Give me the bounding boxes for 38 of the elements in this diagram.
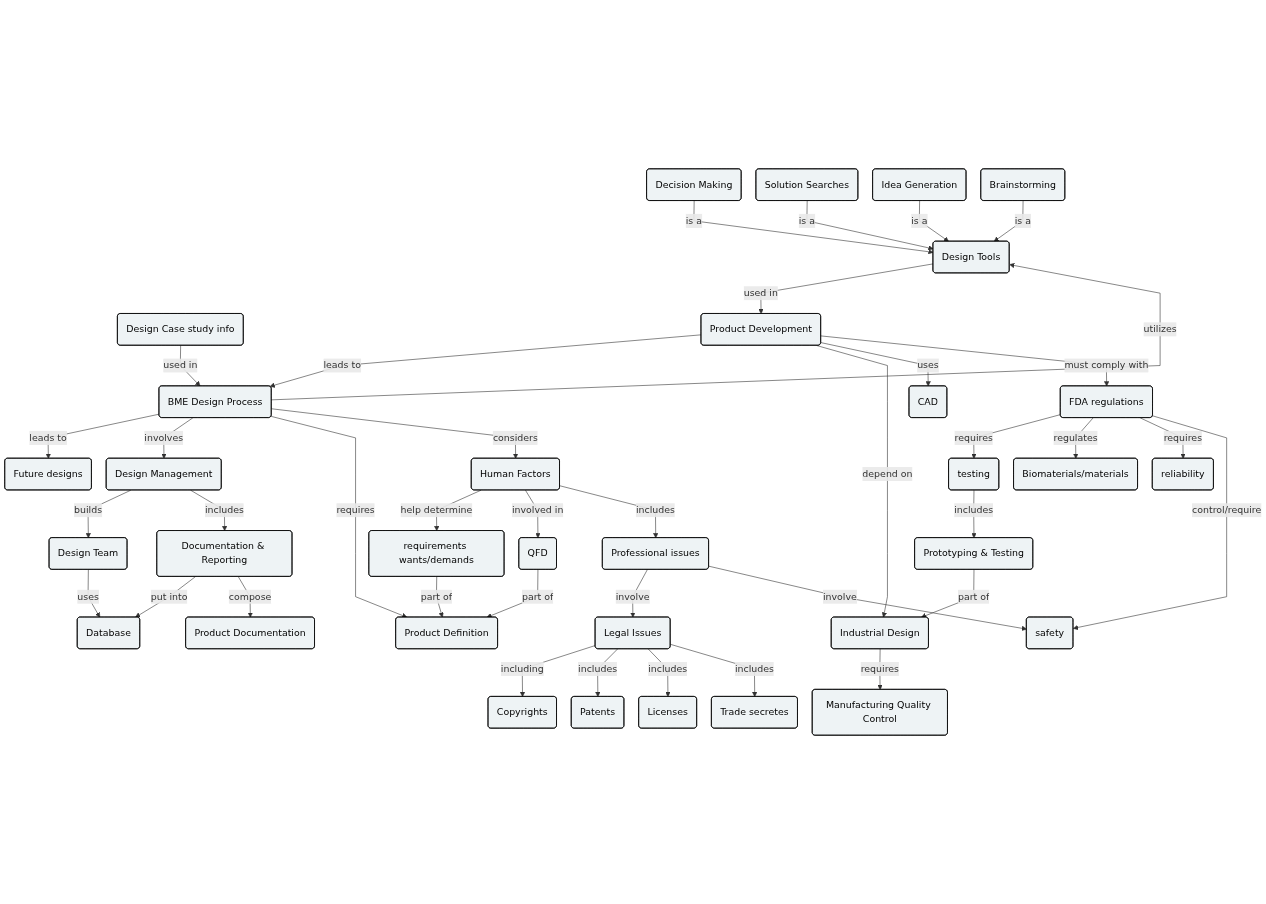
- edge-label: involves: [144, 432, 184, 444]
- edge-label: includes: [954, 504, 994, 516]
- edge-label: part of: [420, 590, 453, 602]
- edge-label: used in: [743, 287, 778, 299]
- edge-label: requires: [954, 432, 993, 444]
- edge-label: considers: [492, 432, 538, 444]
- edge-label: control/require: [1192, 504, 1262, 516]
- edge-label: includes: [578, 663, 618, 675]
- edge-label: requires: [1163, 432, 1203, 444]
- edge-label: is a: [911, 214, 928, 227]
- edge-label: includes: [204, 504, 244, 516]
- edge-label: requires: [336, 504, 375, 516]
- edge-label: involved in: [511, 504, 564, 516]
- edge-label: put into: [150, 590, 188, 602]
- edge-label: leads to: [29, 432, 67, 444]
- edge-label: depend on: [862, 468, 913, 480]
- edge-label: regulates: [1053, 432, 1098, 444]
- edge-label: involve: [615, 590, 650, 602]
- edge-label: including: [500, 663, 544, 675]
- edge-label: includes: [734, 663, 774, 675]
- edge-label: help determine: [400, 504, 473, 516]
- edge-label: includes: [648, 663, 688, 675]
- edge-label: uses: [77, 590, 99, 602]
- edge-label: includes: [635, 504, 675, 516]
- edge-label: part of: [958, 590, 990, 602]
- edge-label: compose: [228, 590, 272, 602]
- edge-label: is a: [685, 214, 703, 227]
- edge-label: uses: [917, 359, 939, 371]
- edge-label: involve: [822, 590, 857, 602]
- edge-label: is a: [1014, 214, 1031, 227]
- edge-label: requires: [860, 663, 900, 675]
- edge-label: part of: [521, 590, 554, 602]
- edge-label: is a: [798, 214, 816, 227]
- edge-label: must comply with: [1064, 359, 1149, 371]
- edge-label: utilizes: [1143, 323, 1177, 335]
- edge-label: leads to: [323, 359, 361, 371]
- edge-label: used in: [163, 359, 198, 371]
- edge-label: builds: [74, 504, 103, 516]
